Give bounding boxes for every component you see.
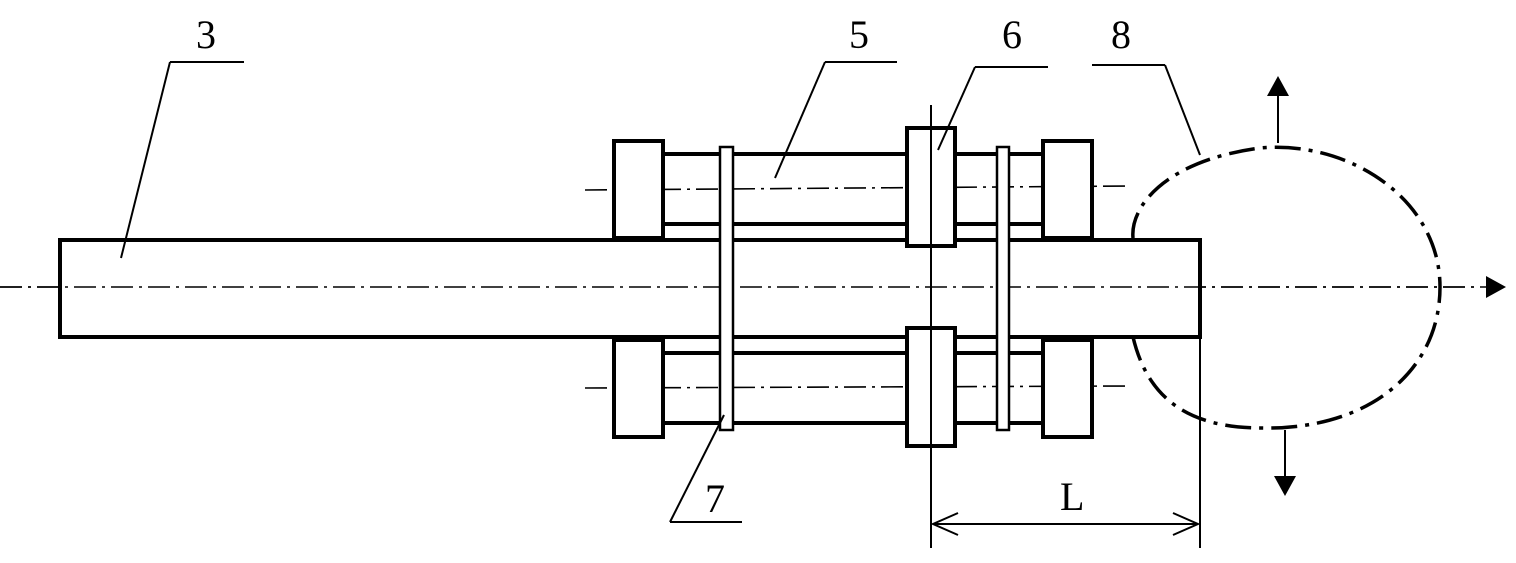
arrow-up-icon	[1267, 76, 1289, 96]
rod	[58, 238, 1202, 339]
dimension-label: L	[1060, 474, 1084, 519]
dimension-L: L	[930, 474, 1201, 536]
label-part-8: 8	[1111, 12, 1131, 57]
leader-lines	[120, 61, 1201, 523]
tie-rods	[718, 145, 1011, 432]
label-part-7: 7	[705, 476, 725, 521]
end-blocks	[612, 139, 1094, 439]
label-part-6: 6	[1002, 12, 1022, 57]
label-part-3: 3	[196, 12, 216, 57]
label-part-5: 5	[849, 12, 869, 57]
expansion-arrows	[1267, 76, 1296, 496]
axis-arrow-icon	[1486, 276, 1506, 298]
bulge-outline	[1131, 145, 1442, 430]
arrow-down-icon	[1274, 476, 1296, 496]
